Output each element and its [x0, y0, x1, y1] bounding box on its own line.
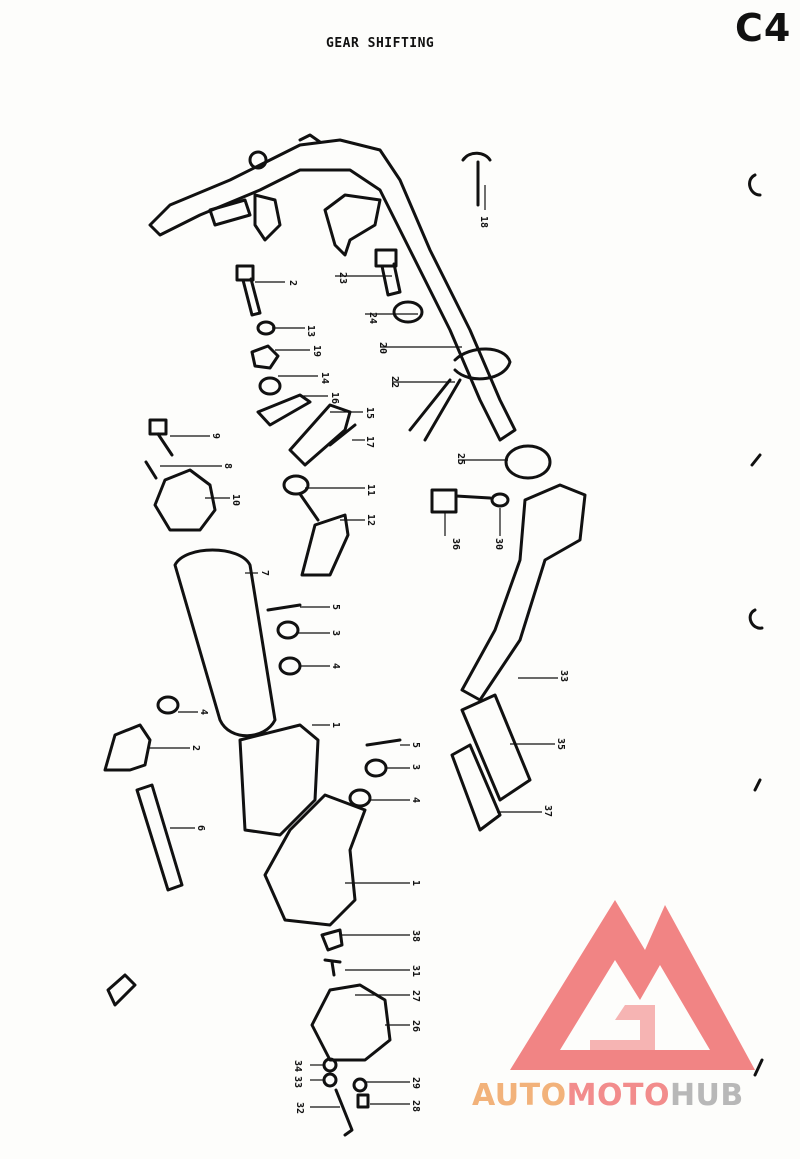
nut-part	[250, 344, 280, 370]
callout-label: 20	[377, 342, 388, 354]
callout-label: 26	[410, 1020, 421, 1032]
plate-part	[288, 403, 352, 467]
callout-label: 3	[330, 630, 341, 636]
callout-label: 1	[330, 722, 341, 728]
stopper-part	[320, 928, 344, 952]
callout-label: 33	[292, 1076, 303, 1088]
shift-fork-part	[103, 723, 152, 772]
callout-label: 29	[410, 1077, 421, 1089]
spring-part	[408, 347, 512, 442]
callout-label: 38	[410, 930, 421, 942]
bushing-part	[504, 444, 552, 480]
pin-part	[365, 738, 402, 747]
washer-part	[258, 376, 282, 396]
callout-label: 4	[198, 709, 209, 715]
bolt-part	[334, 1088, 354, 1137]
washer-part	[256, 320, 276, 336]
callout-label: 25	[455, 453, 466, 465]
pin-part	[266, 603, 302, 612]
roller-part	[364, 758, 388, 778]
callout-label: 5	[330, 604, 341, 610]
callout-label: 7	[259, 570, 270, 576]
callout-label: 9	[210, 433, 221, 439]
callout-label: 35	[555, 738, 566, 750]
callout-label: 28	[410, 1100, 421, 1112]
section-code: C4	[735, 6, 792, 50]
callout-label: 12	[365, 514, 376, 526]
washer-part	[392, 300, 424, 324]
washer-part	[322, 1072, 338, 1088]
callout-label: 2	[190, 745, 201, 751]
roller-part	[348, 788, 372, 808]
callout-label: 3	[410, 764, 421, 770]
callout-label: 8	[222, 463, 233, 469]
washer-part	[490, 492, 510, 508]
callout-label: 15	[364, 407, 375, 419]
callout-label: 2	[287, 280, 298, 286]
callout-label: 14	[319, 372, 330, 384]
bolt-part	[430, 488, 492, 514]
callout-label: 5	[410, 742, 421, 748]
grip-part	[450, 743, 502, 832]
callout-label: 19	[311, 345, 322, 357]
shift-rod-part	[135, 783, 184, 892]
shift-fork-part	[263, 793, 367, 927]
callout-label: 37	[542, 805, 553, 817]
watermark-text: AUTOMOTOHUB	[472, 1078, 744, 1113]
callout-label: 36	[450, 538, 461, 550]
callout-label: 31	[410, 965, 421, 977]
watermark-moto: MOTO	[566, 1078, 670, 1113]
bracket-part	[106, 973, 137, 1007]
spring-part	[461, 151, 492, 207]
callout-label: 4	[330, 663, 341, 669]
shift-drum-part	[173, 548, 277, 738]
watermark-auto: AUTO	[472, 1078, 567, 1113]
margin-mark	[748, 173, 764, 1077]
page-title: GEAR SHIFTING	[326, 36, 435, 51]
bolt-part	[148, 418, 174, 457]
callout-label: 13	[305, 325, 316, 337]
pin-part	[144, 460, 158, 480]
roller-part	[156, 695, 180, 715]
screw-part	[356, 1093, 370, 1109]
bolt-part	[235, 264, 262, 317]
watermark-hub: HUB	[669, 1078, 744, 1113]
callout-label: 4	[410, 797, 421, 803]
callout-label: 33	[558, 670, 569, 682]
callout-label: 10	[230, 494, 241, 506]
gearshift-shaft-assembly	[148, 133, 517, 442]
watermark-logo-icon	[510, 900, 755, 1070]
callout-label: 27	[410, 990, 421, 1002]
callout-label: 16	[329, 392, 340, 404]
spring-part	[328, 423, 357, 447]
bolt-part	[282, 474, 320, 522]
callout-label: 11	[365, 484, 376, 496]
callout-label: 6	[195, 825, 206, 831]
callout-label: 22	[389, 376, 400, 388]
cam-plate-part	[153, 468, 217, 532]
washer-part	[352, 1077, 368, 1093]
kick-lever-part	[460, 483, 587, 702]
screw-part	[323, 958, 342, 977]
grip-part	[460, 693, 532, 802]
roller-part	[276, 620, 300, 640]
callout-label: 24	[367, 312, 378, 324]
callout-label: 1	[410, 880, 421, 886]
callout-label: 34	[292, 1060, 303, 1072]
stud-part	[374, 248, 402, 297]
callout-label: 23	[337, 272, 348, 284]
callout-label: 32	[294, 1102, 305, 1114]
callout-label: 18	[478, 216, 489, 228]
cover-part	[310, 983, 392, 1062]
callout-label: 30	[493, 538, 504, 550]
arm-part	[256, 393, 312, 427]
callout-label: 17	[364, 436, 375, 448]
shift-fork-part	[238, 723, 320, 837]
plate-part	[300, 513, 350, 577]
roller-part	[278, 656, 302, 676]
